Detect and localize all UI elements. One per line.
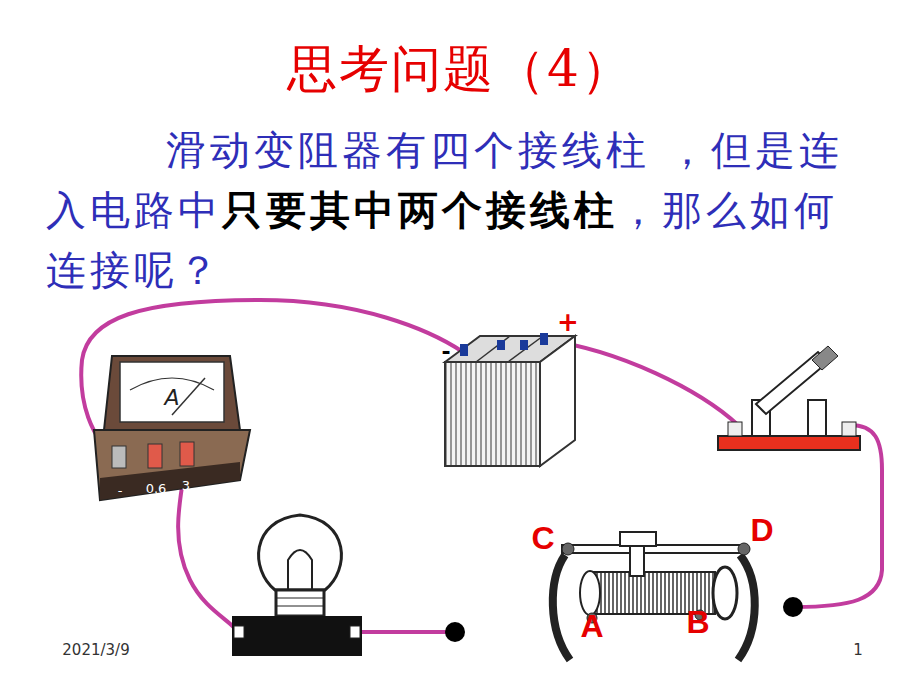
terminal-letter: D xyxy=(750,514,773,546)
meter-symbol-letter: A xyxy=(164,387,179,409)
rheostat-symbol xyxy=(553,532,755,660)
bulb-symbol xyxy=(232,515,362,656)
switch-symbol xyxy=(718,346,860,450)
terminal-letter: B xyxy=(686,606,709,638)
page-number: 1 xyxy=(853,643,863,658)
terminal-letter: C xyxy=(531,522,554,554)
terminal-label: 3 xyxy=(182,479,190,492)
terminal-letter: A xyxy=(580,610,603,642)
polarity-mark: - xyxy=(441,341,450,363)
terminal-label: - xyxy=(118,484,123,497)
terminal-dot xyxy=(445,622,465,642)
polarity-mark: + xyxy=(557,309,579,335)
slide-title: 思考问题（4） xyxy=(0,36,920,103)
terminal-dot xyxy=(783,597,803,617)
ammeter-symbol xyxy=(94,356,250,500)
wire xyxy=(81,300,882,632)
battery-symbol xyxy=(445,333,575,466)
question-text: 只要其中两个接线柱 xyxy=(222,187,618,233)
date-footer: 2021/3/9 xyxy=(62,643,129,658)
question-text: 滑动变阻器有四个接线柱 ，但是连入电路中只要其中两个接线柱，那么如何连接呢？ xyxy=(46,120,846,300)
terminal-label: 0.6 xyxy=(146,482,167,495)
